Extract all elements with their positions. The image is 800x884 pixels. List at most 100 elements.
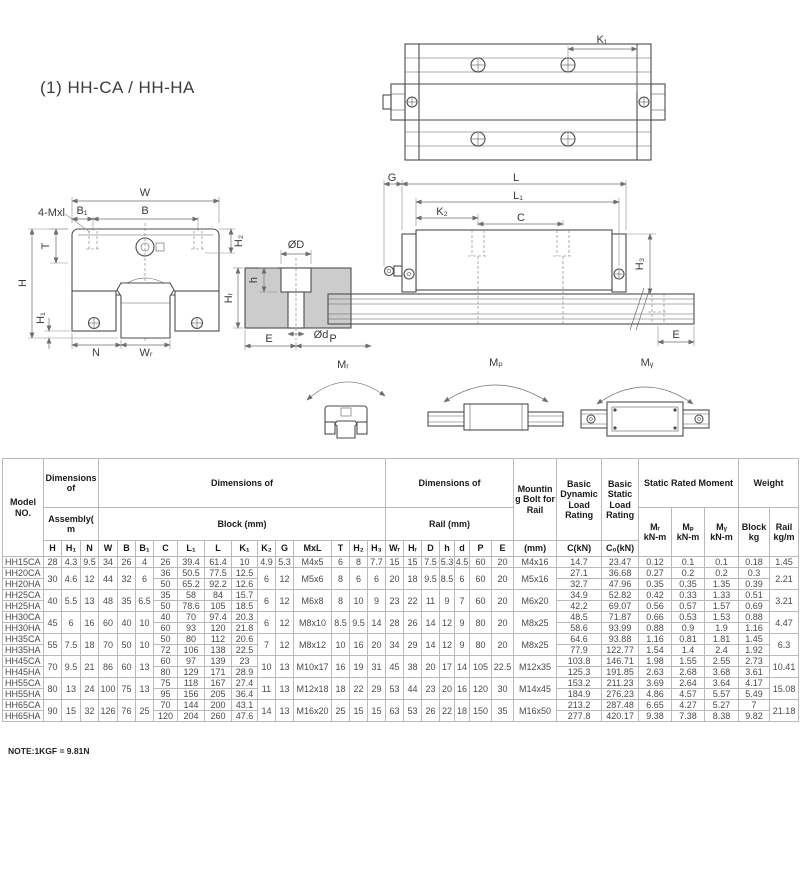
- data-cell: 45: [385, 655, 405, 678]
- data-cell: 18.5: [231, 600, 258, 612]
- data-cell: 8.5: [439, 567, 456, 590]
- data-cell: 70: [153, 699, 178, 711]
- data-cell: 15.7: [231, 589, 258, 601]
- data-cell: 156: [177, 688, 205, 700]
- data-cell: 9: [366, 589, 387, 612]
- data-cell: 80: [43, 677, 62, 700]
- data-cell: 35: [491, 699, 515, 722]
- data-cell: 20: [439, 677, 456, 700]
- data-cell: 1.92: [738, 644, 771, 656]
- data-cell: 1.98: [638, 655, 673, 667]
- data-cell: 0.1: [671, 556, 706, 568]
- header-cell: d: [454, 540, 471, 557]
- data-cell: 35: [117, 589, 136, 612]
- data-cell: 29: [403, 633, 423, 656]
- data-cell: 13: [275, 699, 294, 722]
- data-cell: M14x45: [513, 677, 558, 700]
- model-cell: HH45CA: [2, 655, 44, 667]
- data-cell: 93.99: [601, 622, 640, 634]
- data-cell: 30: [491, 677, 515, 700]
- data-cell: 48: [98, 589, 118, 612]
- header-cell: Mᵧ kN-m: [704, 507, 740, 557]
- data-cell: 106: [177, 644, 205, 656]
- data-cell: 60: [469, 567, 493, 590]
- data-cell: 6.65: [638, 699, 673, 711]
- data-cell: 8: [331, 589, 350, 612]
- data-cell: M4x5: [293, 556, 332, 568]
- dim-label-od: ØD: [288, 239, 305, 251]
- data-cell: 47.6: [231, 710, 258, 722]
- data-cell: 10.41: [769, 655, 800, 678]
- data-cell: 0.88: [638, 622, 673, 634]
- header-cell: H₁: [61, 540, 81, 557]
- data-cell: 1.9: [704, 622, 740, 634]
- header-cell: Hᵣ: [403, 540, 423, 557]
- data-cell: 20.6: [231, 633, 258, 645]
- front-view-drawing: W B₁ B 4-Mxl H₂ T H H₁ N Wᵣ: [17, 187, 245, 359]
- data-cell: 97.4: [204, 611, 232, 623]
- data-cell: 32: [117, 567, 136, 590]
- data-cell: 18: [331, 677, 350, 700]
- dim-label-h: H: [17, 279, 29, 287]
- header-cell: Block (mm): [97, 507, 387, 541]
- data-cell: 15: [349, 699, 368, 722]
- data-cell: 32.7: [556, 578, 603, 590]
- data-cell: 50.5: [177, 567, 205, 579]
- data-cell: 0.35: [671, 578, 706, 590]
- header-cell: C(kN): [556, 540, 603, 557]
- data-cell: M8x10: [293, 611, 332, 634]
- data-cell: 52.82: [601, 589, 640, 601]
- moment-my-icon: [580, 401, 710, 437]
- data-cell: 125.3: [556, 666, 603, 678]
- header-cell: L₁: [177, 540, 205, 557]
- data-cell: 0.39: [738, 578, 771, 590]
- data-cell: 213.2: [556, 699, 603, 711]
- data-cell: 23.47: [601, 556, 640, 568]
- header-cell: G: [275, 540, 294, 557]
- data-cell: 139: [204, 655, 232, 667]
- data-cell: 0.3: [738, 567, 771, 579]
- header-cell: D: [421, 540, 441, 557]
- moment-mp-diagram: Mₚ: [427, 357, 564, 431]
- rail-section-dimensions: ØD h Hᵣ Ød E P: [223, 239, 372, 350]
- data-cell: 16: [331, 655, 350, 678]
- data-cell: 3.61: [738, 666, 771, 678]
- data-cell: 3.64: [704, 677, 740, 689]
- data-cell: 4.5: [454, 556, 471, 568]
- header-cell: B: [117, 540, 136, 557]
- data-cell: 144: [177, 699, 205, 711]
- data-cell: 2.4: [704, 644, 740, 656]
- data-cell: 17: [439, 655, 456, 678]
- data-cell: 97: [177, 655, 205, 667]
- data-cell: M6x20: [513, 589, 558, 612]
- data-cell: 6: [257, 589, 276, 612]
- data-cell: 80: [153, 666, 178, 678]
- data-cell: M8x25: [513, 633, 558, 656]
- data-cell: 27.1: [556, 567, 603, 579]
- data-cell: 22: [439, 699, 456, 722]
- front-block-holes: [86, 231, 205, 330]
- data-cell: 13: [275, 655, 294, 678]
- rail-section-drawing: ØD h Hᵣ Ød E P: [223, 239, 372, 350]
- moment-mp-icon: [427, 403, 564, 431]
- data-cell: 64.6: [556, 633, 603, 645]
- data-cell: 28: [385, 611, 405, 634]
- data-cell: 126: [98, 699, 118, 722]
- header-cell: Mᵣ kN-m: [638, 507, 673, 557]
- model-cell: HH65CA: [2, 699, 44, 711]
- model-cell: HH30HA: [2, 622, 44, 634]
- data-cell: 21.18: [769, 699, 800, 722]
- data-cell: M16x20: [293, 699, 332, 722]
- dim-label-g: G: [388, 172, 397, 184]
- data-cell: 50: [153, 633, 178, 645]
- data-cell: 93: [177, 622, 205, 634]
- data-cell: 7: [257, 633, 276, 656]
- data-cell: 93.88: [601, 633, 640, 645]
